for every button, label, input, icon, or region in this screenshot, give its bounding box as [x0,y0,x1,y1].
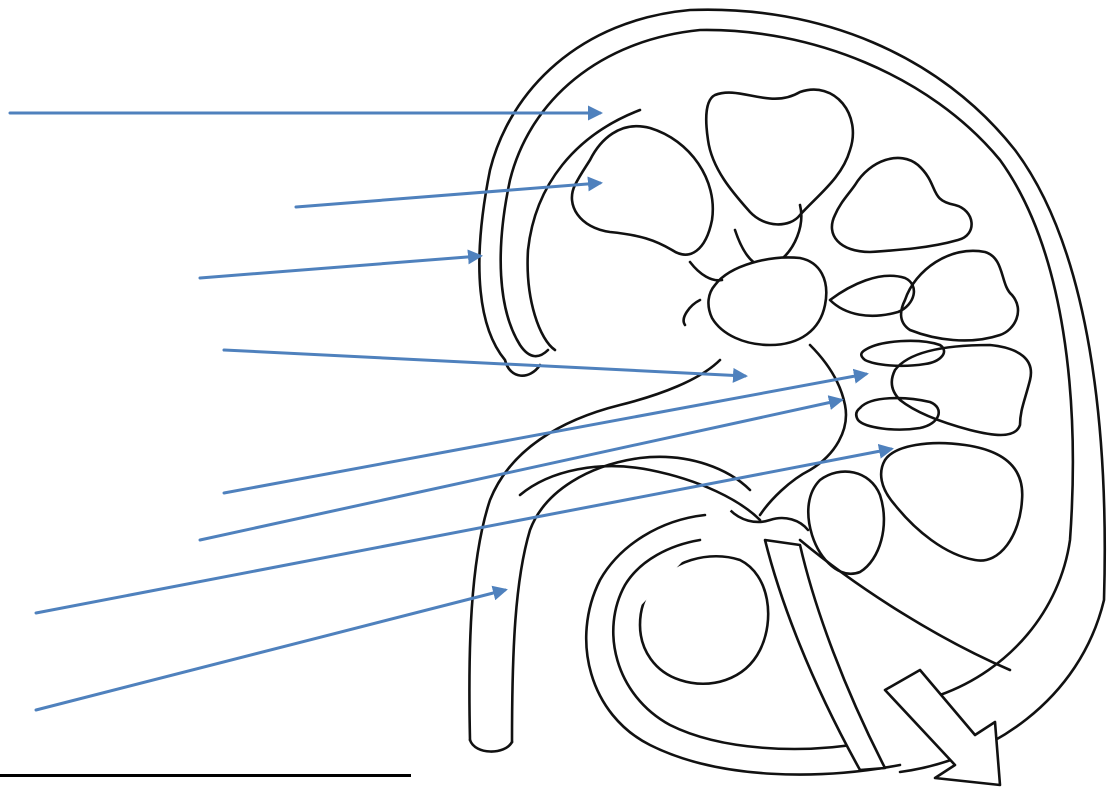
answer-underline [0,774,411,777]
ureter-end [470,740,512,752]
renal-pyramid-top [706,90,853,225]
renal-pyramid-upper-left [572,126,713,254]
label-pointer-4 [224,350,745,376]
renal-pyramid-lower-right [881,443,1022,560]
major-calyx-lower [760,345,846,515]
renal-column-5 [808,472,884,574]
renal-pelvis [708,257,826,345]
label-pointer-2 [296,183,600,207]
renal-pyramid-upper-right [832,158,972,252]
label-pointer-3 [200,256,480,278]
renal-column-2 [830,276,914,316]
flow-arrow-outline [885,670,1000,785]
label-pointer-8 [36,590,505,710]
renal-pyramid-mid-right [892,345,1031,435]
minor-calyx-lower [730,510,808,530]
renal-pyramid-right [901,251,1018,341]
renal-vessel [765,540,885,770]
